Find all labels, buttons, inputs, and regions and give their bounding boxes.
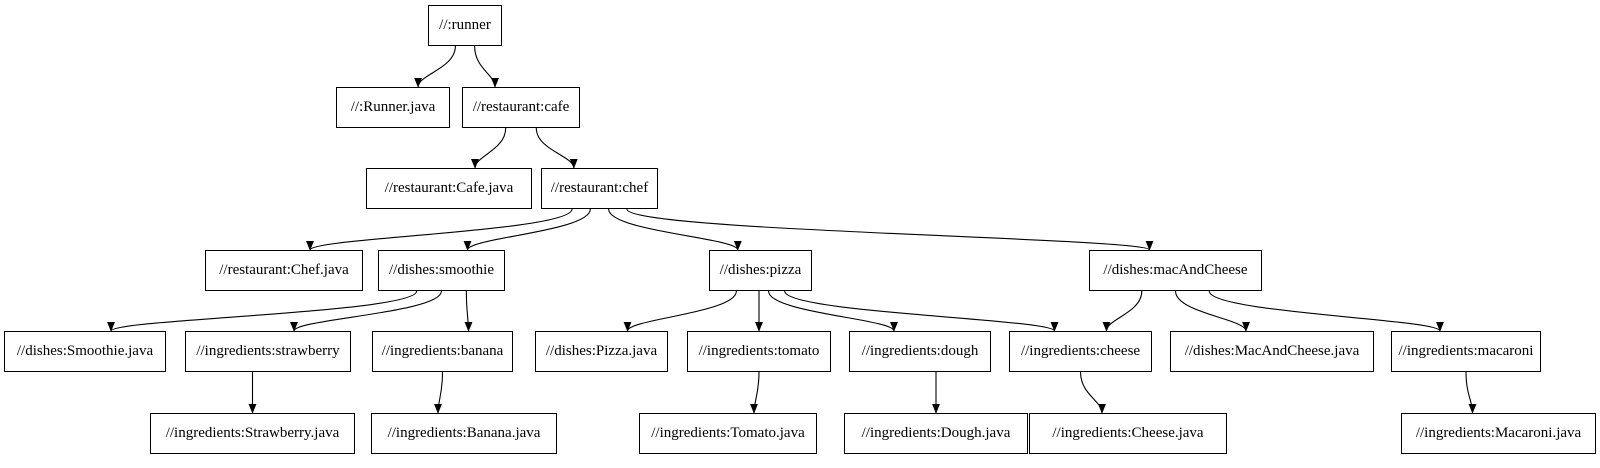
graph-edge-tomato-to-tomato_java bbox=[750, 371, 760, 414]
graph-node-label: //dishes:smoothie bbox=[389, 262, 494, 278]
graph-node-pizza_java[interactable]: //dishes:Pizza.java bbox=[535, 331, 668, 372]
graph-edge-pizza-to-pizza_java bbox=[623, 290, 737, 332]
graph-node-label: //dishes:Smoothie.java bbox=[16, 343, 154, 359]
graph-node-tomato_java[interactable]: //ingredients:Tomato.java bbox=[639, 413, 817, 454]
graph-node-label: //dishes:pizza bbox=[719, 262, 802, 278]
graph-node-runner_java[interactable]: //:Runner.java bbox=[336, 87, 450, 128]
graph-edge-runner-to-runner_java bbox=[414, 45, 456, 88]
graph-edge-pizza-to-cheese bbox=[784, 290, 1059, 332]
graph-node-strawberry[interactable]: //ingredients:strawberry bbox=[185, 331, 351, 372]
graph-node-chef[interactable]: //restaurant:chef bbox=[541, 168, 658, 209]
graph-edge-macaroni-to-macaroni_java bbox=[1465, 371, 1477, 414]
graph-node-cafe_java[interactable]: //restaurant:Cafe.java bbox=[366, 168, 532, 209]
graph-node-mac_and_cheese[interactable]: //dishes:macAndCheese bbox=[1089, 250, 1262, 291]
graph-node-label: //ingredients:macaroni bbox=[1398, 343, 1534, 359]
graph-node-label: //restaurant:chef bbox=[550, 180, 649, 196]
graph-node-label: //ingredients:Tomato.java bbox=[651, 425, 805, 441]
graph-node-label: //ingredients:tomato bbox=[698, 343, 820, 359]
graph-node-smoothie[interactable]: //dishes:smoothie bbox=[378, 250, 505, 291]
graph-node-label: //dishes:Pizza.java bbox=[545, 343, 658, 359]
graph-edge-mac_and_cheese-to-cheese bbox=[1102, 290, 1143, 332]
graph-node-label: //dishes:macAndCheese bbox=[1103, 262, 1248, 278]
graph-node-cheese[interactable]: //ingredients:cheese bbox=[1009, 331, 1152, 372]
graph-node-dough[interactable]: //ingredients:dough bbox=[849, 331, 991, 372]
graph-edge-chef-to-smoothie bbox=[463, 208, 591, 251]
graph-edge-chef-to-pizza bbox=[608, 208, 742, 251]
graph-edge-chef-to-chef_java bbox=[306, 208, 573, 251]
graph-edge-smoothie-to-smoothie_java bbox=[107, 290, 418, 332]
graph-node-dough_java[interactable]: //ingredients:Dough.java bbox=[844, 413, 1028, 454]
graph-edge-mac_and_cheese-to-macaroni bbox=[1208, 290, 1444, 332]
graph-edge-smoothie-to-banana bbox=[464, 290, 473, 332]
graph-node-label: //ingredients:strawberry bbox=[196, 343, 340, 359]
graph-edge-runner-to-cafe bbox=[474, 45, 499, 88]
graph-node-label: //ingredients:Macaroni.java bbox=[1415, 425, 1582, 441]
graph-node-label: //:runner bbox=[439, 17, 491, 33]
graph-edge-chef-to-mac_and_cheese bbox=[626, 208, 1154, 251]
graph-node-macaroni[interactable]: //ingredients:macaroni bbox=[1391, 331, 1541, 372]
graph-node-label: //restaurant:Cafe.java bbox=[384, 180, 514, 196]
graph-edge-smoothie-to-strawberry bbox=[290, 290, 443, 332]
graph-node-macaroni_java[interactable]: //ingredients:Macaroni.java bbox=[1401, 413, 1596, 454]
graph-node-cheese_java[interactable]: //ingredients:Cheese.java bbox=[1029, 413, 1227, 454]
graph-node-mac_java[interactable]: //dishes:MacAndCheese.java bbox=[1170, 331, 1374, 372]
graph-node-banana_java[interactable]: //ingredients:Banana.java bbox=[371, 413, 557, 454]
graph-edge-mac_and_cheese-to-mac_java bbox=[1174, 290, 1250, 332]
graph-node-smoothie_java[interactable]: //dishes:Smoothie.java bbox=[4, 331, 166, 372]
graph-node-tomato[interactable]: //ingredients:tomato bbox=[687, 331, 831, 372]
graph-node-label: //ingredients:Banana.java bbox=[387, 425, 541, 441]
graph-node-runner[interactable]: //:runner bbox=[428, 5, 502, 46]
graph-node-label: //ingredients:dough bbox=[861, 343, 979, 359]
graph-node-strawberry_java[interactable]: //ingredients:Strawberry.java bbox=[150, 413, 355, 454]
graph-edge-cafe-to-cafe_java bbox=[471, 127, 507, 169]
graph-node-label: //ingredients:Cheese.java bbox=[1052, 425, 1204, 441]
graph-edge-cheese-to-cheese_java bbox=[1079, 371, 1106, 414]
graph-node-label: //ingredients:banana bbox=[381, 343, 504, 359]
graph-node-label: //ingredients:Dough.java bbox=[861, 425, 1011, 441]
graph-node-banana[interactable]: //ingredients:banana bbox=[372, 331, 513, 372]
graph-node-label: //ingredients:cheese bbox=[1020, 343, 1141, 359]
graph-edge-pizza-to-dough bbox=[767, 290, 898, 332]
graph-node-label: //dishes:MacAndCheese.java bbox=[1184, 343, 1360, 359]
graph-edge-banana-to-banana_java bbox=[434, 371, 444, 414]
graph-node-label: //restaurant:Chef.java bbox=[219, 262, 349, 278]
graph-node-label: //:Runner.java bbox=[350, 99, 436, 115]
graph-node-label: //restaurant:cafe bbox=[472, 99, 570, 115]
graph-node-chef_java[interactable]: //restaurant:Chef.java bbox=[205, 250, 363, 291]
graph-node-pizza[interactable]: //dishes:pizza bbox=[709, 250, 812, 291]
graph-node-cafe[interactable]: //restaurant:cafe bbox=[462, 87, 580, 128]
graph-node-label: //ingredients:Strawberry.java bbox=[165, 425, 340, 441]
graph-edge-cafe-to-chef bbox=[535, 127, 578, 169]
